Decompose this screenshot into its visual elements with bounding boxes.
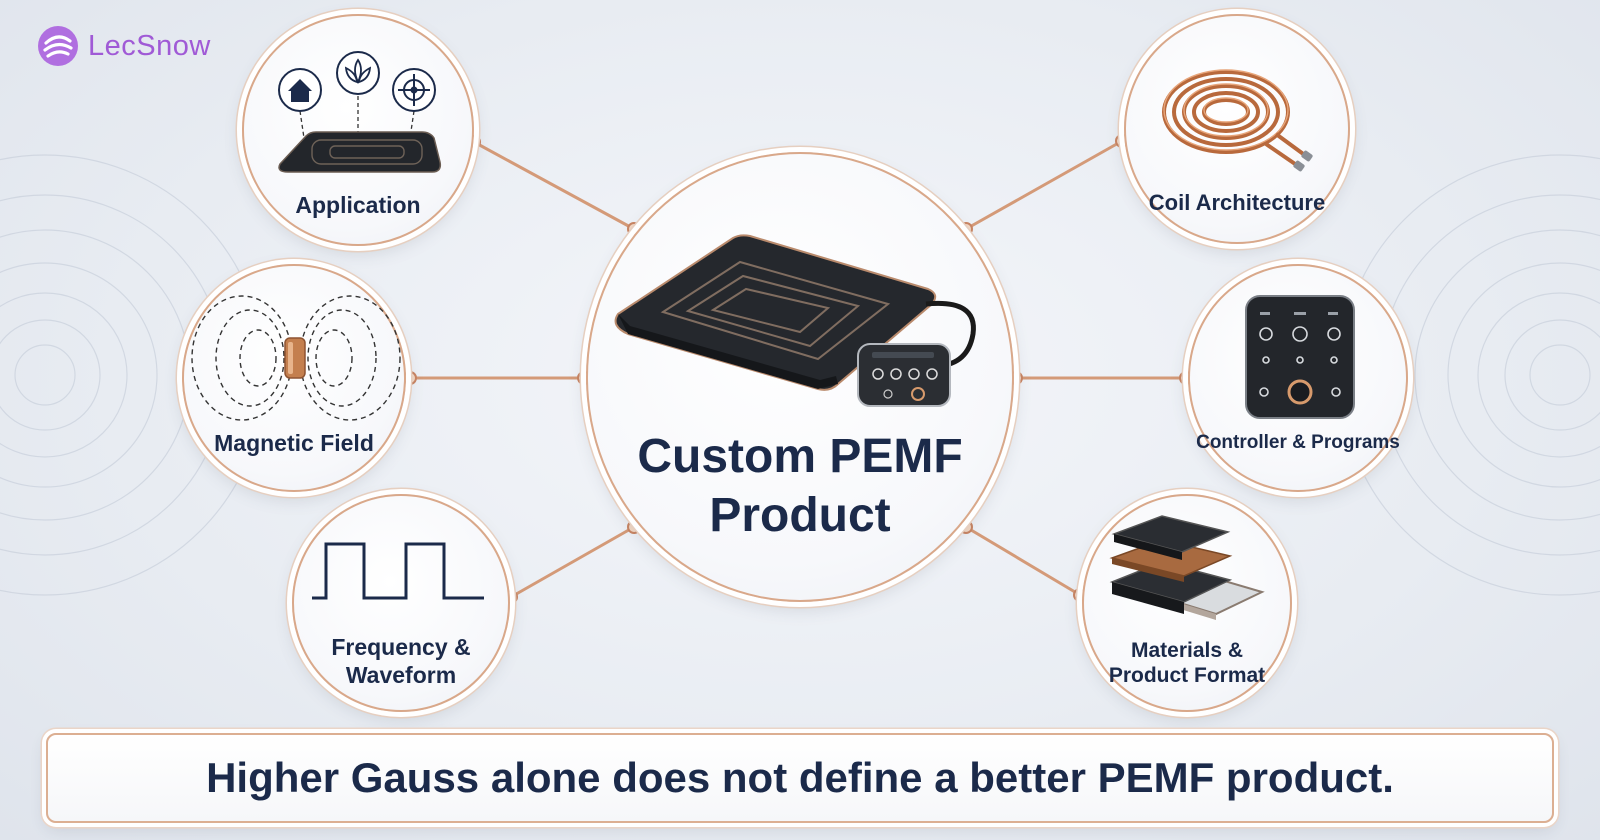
center-title-line1: Custom PEMF: [637, 430, 963, 483]
node-label-line1: Frequency &: [331, 634, 471, 660]
copper-coil-icon: [1162, 69, 1313, 172]
square-wave-icon: [312, 542, 484, 600]
brand-logo: LecSnow: [36, 24, 211, 68]
node-label: Coil Architecture: [1148, 190, 1326, 215]
node-label-line1: Materials &: [1130, 639, 1244, 662]
banner-text: Higher Gauss alone does not define a bet…: [206, 754, 1394, 801]
node-label: Materials & Product Format: [1084, 638, 1290, 688]
node-label: Magnetic Field: [214, 430, 374, 456]
home-icon: [278, 68, 322, 112]
node-frequency-waveform: Frequency & Waveform: [292, 494, 510, 712]
node-controller-programs: Controller & Programs: [1188, 264, 1408, 492]
node-materials-format: Materials & Product Format: [1082, 494, 1292, 712]
node-label-line2: Product Format: [1108, 664, 1266, 688]
center-title: Custom PEMF Product: [588, 428, 1012, 545]
layered-materials-icon: [1109, 515, 1265, 620]
pemf-mat-with-controller-illustration: [614, 234, 976, 407]
node-label-line2: Waveform: [345, 661, 457, 688]
node-label: Application: [295, 192, 421, 218]
logo-text: LecSnow: [88, 29, 211, 62]
magnetic-field-lines-icon: [191, 295, 401, 421]
node-coil-architecture: Coil Architecture: [1124, 14, 1350, 244]
lecsnow-logo-icon: [38, 26, 78, 66]
mat-with-home-lotus-target-icons: [278, 51, 442, 173]
lotus-icon: [336, 51, 380, 95]
center-title-line2: Product: [709, 488, 891, 542]
controller-device-icon: [1245, 295, 1355, 419]
target-icon: [392, 68, 436, 112]
key-message-banner: Higher Gauss alone does not define a bet…: [46, 733, 1554, 823]
node-application: Application: [242, 14, 474, 246]
node-magnetic-field: Magnetic Field: [182, 264, 406, 492]
node-label: Controller & Programs: [1196, 432, 1400, 453]
node-label: Frequency & Waveform: [294, 634, 508, 689]
center-hub: Custom PEMF Product: [586, 152, 1014, 602]
